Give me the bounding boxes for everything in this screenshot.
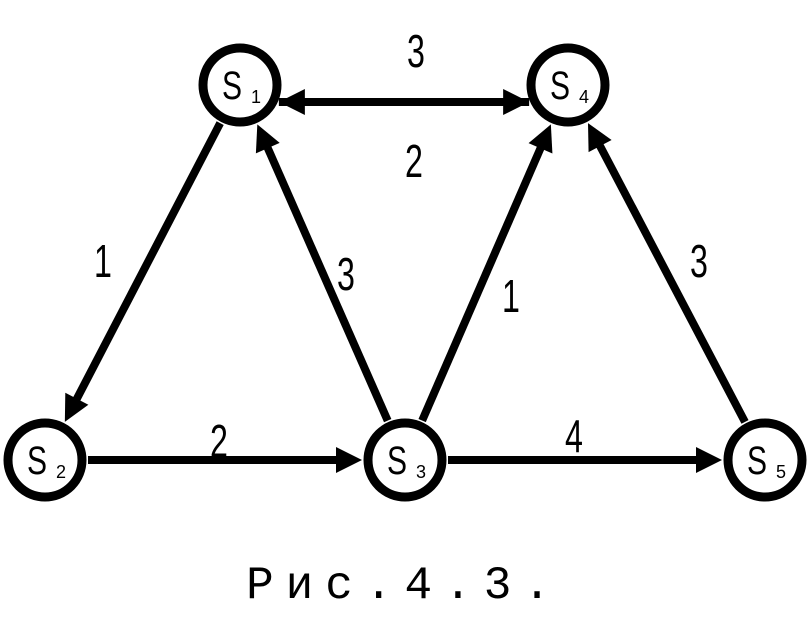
edge-s2-s3: 2 xyxy=(88,417,362,473)
node-letter: S xyxy=(27,439,47,483)
edge-weight: 3 xyxy=(407,27,425,78)
node-subscript: 5 xyxy=(776,462,786,482)
edge-line xyxy=(72,121,224,403)
edge-weight: 1 xyxy=(94,237,112,288)
edge-weight: 2 xyxy=(405,137,423,188)
node-circle xyxy=(723,418,807,502)
arrowhead xyxy=(64,392,89,422)
edge-line xyxy=(595,142,749,424)
edge-weight: 3 xyxy=(337,250,355,301)
node-letter: S xyxy=(222,64,242,108)
node-letter: S xyxy=(747,439,767,483)
node-letter: S xyxy=(550,64,570,108)
node-circle xyxy=(363,418,447,502)
edge-s3-s5: 4 xyxy=(448,412,722,473)
edge-line xyxy=(418,144,545,423)
edge-s3-s1: 3 xyxy=(255,124,392,423)
edge-weight: 3 xyxy=(690,237,708,288)
edge-line xyxy=(263,144,392,423)
node-letter: S xyxy=(387,439,407,483)
node-subscript: 2 xyxy=(56,462,66,482)
edges-layer: 3 2 1 3 1 3 2 4 xyxy=(64,27,749,473)
edge-weight: 4 xyxy=(565,412,583,463)
figure-caption: Рис.4.3. xyxy=(246,560,563,612)
edge-weight: 2 xyxy=(210,417,228,468)
node-circle xyxy=(198,43,282,127)
arrowhead xyxy=(528,124,553,154)
node-circle xyxy=(3,418,87,502)
node-circle xyxy=(526,43,610,127)
arrowhead xyxy=(255,124,280,154)
edge-s3-s4: 1 xyxy=(418,124,553,423)
node-subscript: 4 xyxy=(579,87,589,107)
arrowhead xyxy=(696,447,722,473)
arrowhead xyxy=(587,123,612,153)
edge-s5-s4: 3 xyxy=(587,123,749,424)
node-subscript: 3 xyxy=(416,462,426,482)
arrowhead xyxy=(336,447,362,473)
edge-s1-s2: 1 xyxy=(64,121,224,422)
node-subscript: 1 xyxy=(251,87,261,107)
arrowhead xyxy=(503,89,530,115)
edge-s1-s4: 2 xyxy=(278,89,530,188)
edge-weight: 1 xyxy=(502,272,520,323)
